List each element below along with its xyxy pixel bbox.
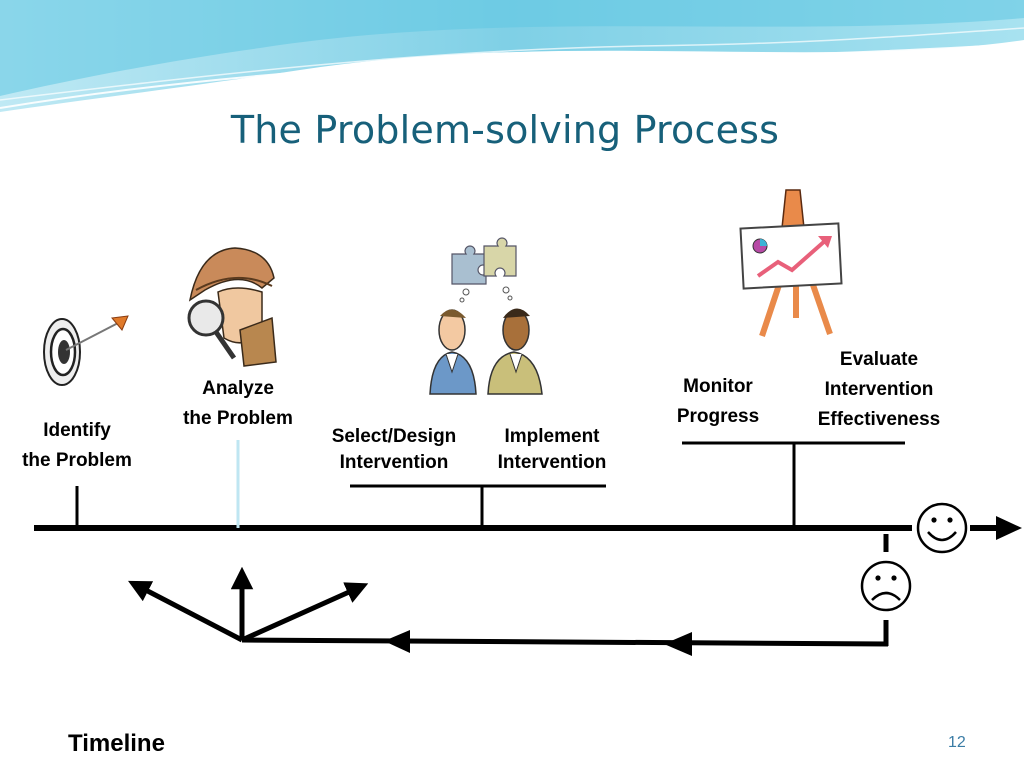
- step-implement-line1: Implement: [504, 426, 600, 447]
- step-analyze: Analyze the Problem: [172, 374, 304, 434]
- step-implement: Implement Intervention: [484, 424, 620, 476]
- timeline-arrowhead: [996, 516, 1022, 540]
- step-implement-line2: Intervention: [497, 452, 607, 473]
- footer-timeline-label: Timeline: [68, 730, 165, 757]
- step-evaluate-line1: Evaluate: [839, 349, 919, 370]
- two-people-puzzle-icon: [429, 308, 543, 395]
- frowny-face-icon: [860, 560, 912, 612]
- step-select-design: Select/Design Intervention: [318, 424, 470, 476]
- loop-return-line: [241, 637, 889, 647]
- branch-arrow-right: [240, 582, 369, 643]
- step-select-design-line1: Select/Design: [331, 426, 457, 447]
- loop-arrowhead-right: [664, 632, 692, 656]
- page-number: 12: [948, 734, 966, 751]
- slide-title: The Problem-solving Process: [230, 108, 780, 152]
- puzzle-thought-icon: [451, 237, 517, 303]
- step-monitor-line2: Progress: [676, 406, 760, 427]
- step-evaluate-line3: Effectiveness: [817, 409, 941, 430]
- step-select-design-line2: Intervention: [339, 452, 449, 473]
- step-identify: Identify the Problem: [12, 416, 142, 476]
- branch-arrow-left: [128, 580, 244, 643]
- step-evaluate-line2: Intervention: [824, 379, 934, 400]
- step-identify-line1: Identify: [43, 420, 111, 441]
- step-evaluate: Evaluate Intervention Effectiveness: [804, 345, 954, 435]
- step-analyze-line1: Analyze: [202, 378, 274, 399]
- step-analyze-line2: the Problem: [183, 408, 293, 429]
- detective-magnifier-icon: [187, 247, 277, 367]
- target-arrow-icon: [43, 315, 129, 386]
- step-monitor-line1: Monitor: [683, 376, 753, 397]
- loop-arrowhead-left: [384, 630, 410, 653]
- smiley-face-icon: [916, 502, 968, 554]
- easel-chart-icon: [739, 189, 843, 337]
- header-wave-decoration: [0, 0, 1024, 112]
- step-identify-line2: the Problem: [22, 450, 132, 471]
- step-monitor: Monitor Progress: [662, 372, 774, 432]
